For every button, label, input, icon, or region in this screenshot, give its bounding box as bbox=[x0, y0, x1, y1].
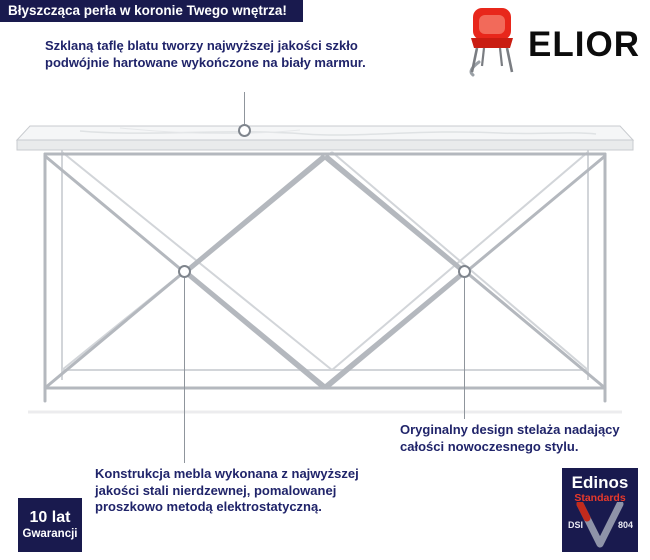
edinos-standards-badge: Edinos Standards DSI 804 bbox=[562, 468, 638, 552]
callout-marker-right-icon bbox=[458, 265, 471, 278]
note-steel-frame: Konstrukcja mebla wykonana z najwyższej … bbox=[95, 466, 359, 514]
headline-text: Błyszcząca perła w koronie Twego wnętrza… bbox=[8, 3, 287, 18]
marble-glass-top bbox=[15, 125, 635, 151]
edinos-sub: Standards bbox=[574, 492, 626, 504]
callout-marker-top-icon bbox=[238, 124, 251, 137]
headline-banner: Błyszcząca perła w koronie Twego wnętrza… bbox=[0, 0, 303, 22]
callout-line-left bbox=[184, 277, 185, 463]
chair-icon bbox=[465, 6, 519, 83]
edinos-dsi: DSI bbox=[568, 520, 584, 530]
warranty-years: 10 lat bbox=[29, 509, 71, 526]
edinos-code: 804 bbox=[617, 520, 633, 530]
warranty-badge: 10 lat Gwarancji bbox=[18, 498, 82, 552]
callout-line-top bbox=[244, 92, 245, 124]
note-design: Oryginalny design stelaża nadający całoś… bbox=[400, 422, 620, 454]
note-glass-top: Szklaną taflę blatu tworzy najwyższej ja… bbox=[45, 38, 366, 70]
console-table-illustration bbox=[15, 125, 635, 414]
callout-line-right bbox=[464, 277, 465, 419]
checkmark-v-icon bbox=[572, 500, 628, 553]
brand-name: ELIOR bbox=[528, 24, 640, 64]
edinos-name: Edinos bbox=[571, 473, 629, 492]
callout-marker-left-icon bbox=[178, 265, 191, 278]
brand-logo: ELIOR bbox=[465, 6, 640, 83]
warranty-label: Gwarancji bbox=[22, 528, 78, 540]
